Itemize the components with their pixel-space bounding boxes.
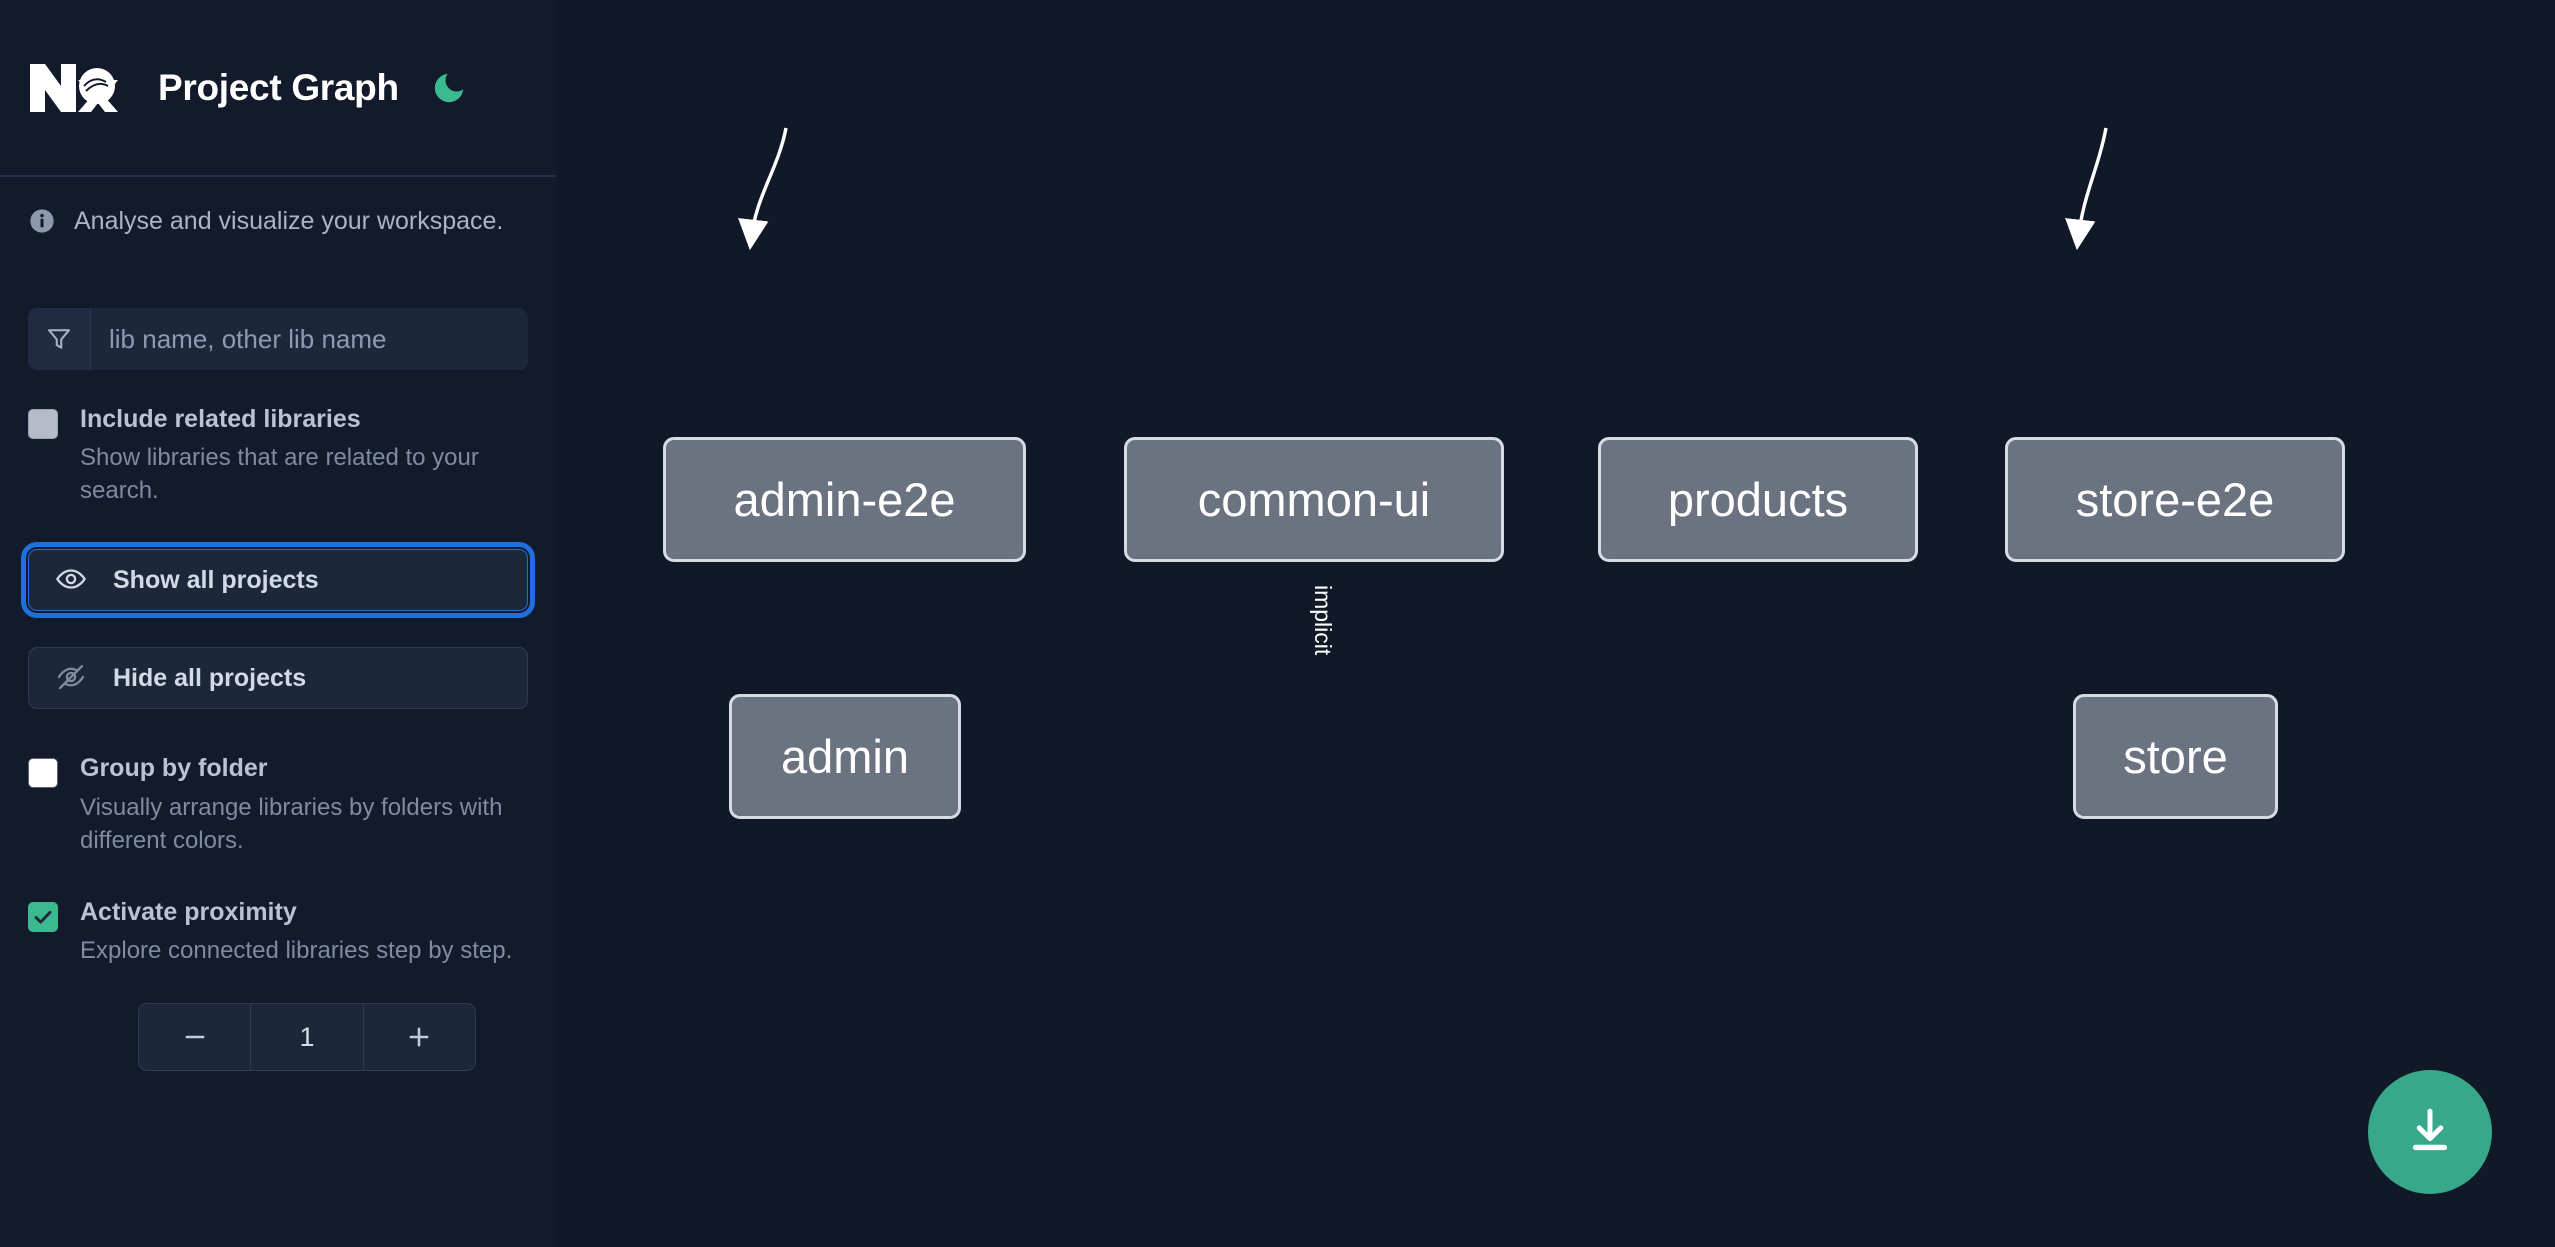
hide-all-projects-label: Hide all projects [113,663,307,692]
include-related-libraries-checkbox[interactable] [28,409,58,439]
edge-admin-e2e-admin [738,127,788,251]
graph-node-products[interactable]: products [1598,437,1918,562]
search-input[interactable] [91,308,528,370]
eye-off-icon [55,661,87,696]
info-icon [28,207,56,235]
nx-logo-icon [28,56,122,120]
group-by-folder-label: Group by folder [80,754,268,783]
show-all-projects-label: Show all projects [113,565,319,594]
tagline: Analyse and visualize your workspace. [28,177,528,265]
sidebar-body: Analyse and visualize your workspace. In… [0,177,556,1072]
page-title: Project Graph [158,66,399,108]
proximity-stepper-wrapper: 1 [138,1003,528,1072]
minus-icon[interactable] [139,1004,250,1070]
edge-store-e2e-store [2065,127,2108,251]
eye-icon [55,563,87,598]
activate-proximity-description: Explore connected libraries step by step… [80,937,513,965]
activate-proximity-label: Activate proximity [80,897,297,926]
graph-node-common-ui[interactable]: common-ui [1124,437,1504,562]
include-related-libraries-description: Show libraries that are related to your … [80,444,479,505]
activate-proximity-checkbox[interactable] [28,901,58,932]
option-activate-proximity[interactable]: Activate proximity Explore connected lib… [28,897,528,967]
sidebar-header: Project Graph [0,0,556,177]
graph-canvas[interactable]: implicit implicit admin-e2e common-ui pr… [556,0,2555,1247]
group-by-folder-checkbox[interactable] [28,758,58,789]
plus-icon[interactable] [364,1004,475,1070]
include-related-libraries-label: Include related libraries [80,405,361,433]
show-all-projects-button[interactable]: Show all projects [21,542,535,619]
graph-node-admin-e2e[interactable]: admin-e2e [663,437,1026,562]
option-include-related-libraries[interactable]: Include related libraries Show libraries… [28,404,528,507]
graph-node-store-e2e[interactable]: store-e2e [2005,437,2345,562]
graph-node-store[interactable]: store [2073,694,2278,819]
filter-row[interactable] [28,308,528,370]
group-by-folder-description: Visually arrange libraries by folders wi… [80,793,503,854]
graph-edges [738,127,2108,251]
proximity-stepper: 1 [138,1003,476,1072]
tagline-text: Analyse and visualize your workspace. [74,206,504,235]
hide-all-projects-button[interactable]: Hide all projects [28,647,528,710]
download-button[interactable] [2368,1070,2492,1194]
moon-icon[interactable] [427,66,471,110]
download-icon [2403,1104,2457,1161]
sidebar: Project Graph Analyse and visualize your… [0,0,556,1247]
graph-node-admin[interactable]: admin [729,694,961,819]
option-group-by-folder[interactable]: Group by folder Visually arrange librari… [28,753,528,856]
proximity-value: 1 [250,1004,364,1071]
project-visibility-buttons: Show all projects Hide all projects [21,542,535,710]
filter-funnel-icon [28,308,91,370]
edge-label-admin-e2e-admin: implicit [1310,585,1336,656]
